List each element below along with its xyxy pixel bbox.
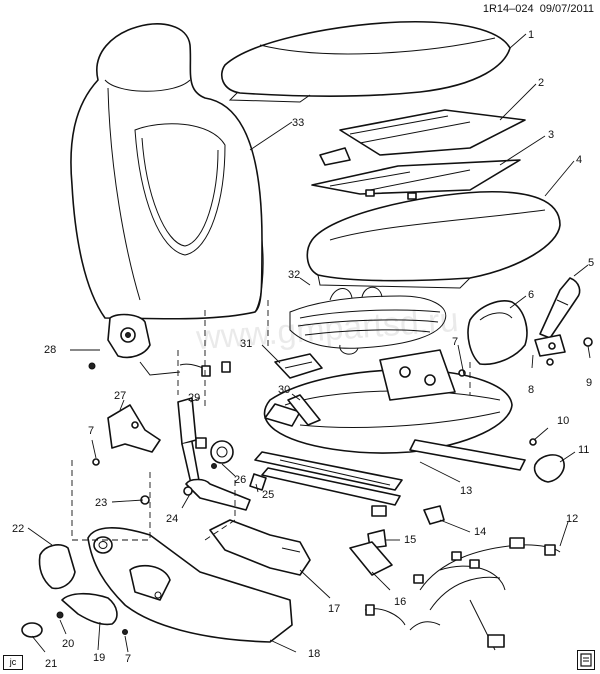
callout-2: 2	[538, 77, 544, 89]
trim-cover-part	[274, 353, 323, 379]
book-icon	[577, 650, 595, 670]
callout-16: 16	[394, 596, 406, 608]
callout-7-upper: 7	[452, 336, 458, 348]
callout-12: 12	[566, 513, 578, 525]
callout-20: 20	[62, 638, 74, 650]
bezel-part	[533, 454, 565, 483]
callout-26: 26	[234, 474, 246, 486]
callout-33: 33	[292, 117, 304, 129]
seat-frame-part	[263, 349, 513, 454]
cushion-cover-part	[221, 20, 511, 103]
knob-part	[38, 544, 76, 590]
callout-18: 18	[308, 648, 320, 660]
screw-part	[56, 611, 64, 619]
diagram-header: 1R14–024 09/07/2011	[483, 3, 594, 15]
callout-15: 15	[404, 534, 416, 546]
outer-shield-part	[87, 527, 293, 643]
track-cover-part	[423, 505, 445, 525]
callout-14: 14	[474, 526, 486, 538]
callout-25: 25	[262, 489, 274, 501]
callout-5: 5	[588, 257, 594, 269]
callout-1: 1	[528, 29, 534, 41]
recliner-part	[107, 313, 231, 377]
diagram-id: 1R14–024	[482, 3, 534, 15]
wiring-harness-part	[364, 537, 561, 651]
callout-24: 24	[166, 513, 178, 525]
callout-19: 19	[93, 652, 105, 664]
seat-track-part	[254, 439, 526, 517]
callout-9: 9	[586, 377, 592, 389]
callout-11: 11	[578, 444, 589, 456]
bracket-part	[534, 334, 566, 357]
seat-back-part	[70, 23, 264, 320]
belt-buckle-part	[539, 277, 581, 339]
callout-4: 4	[576, 154, 582, 166]
guide-lines	[71, 300, 471, 541]
callout-31: 31	[240, 338, 252, 350]
callout-28: 28	[44, 344, 56, 356]
side-cover-part	[467, 300, 528, 366]
callout-27: 27	[114, 390, 126, 402]
callout-3: 3	[548, 129, 554, 141]
callout-23: 23	[95, 497, 107, 509]
fastener-part	[88, 337, 593, 635]
recliner-bracket-part	[107, 404, 161, 453]
callout-21: 21	[45, 658, 57, 670]
callout-13: 13	[460, 485, 472, 497]
switch-cover-part	[349, 541, 393, 576]
callout-29: 29	[188, 392, 200, 404]
callout-30: 30	[278, 384, 290, 396]
callout-17: 17	[328, 603, 340, 615]
corner-code: jc	[3, 655, 23, 670]
leader-lines	[27, 33, 591, 653]
callout-8: 8	[528, 384, 534, 396]
clip-part	[249, 473, 267, 491]
heater-element-part	[311, 159, 521, 200]
callout-10: 10	[557, 415, 569, 427]
spring-mat-part	[289, 286, 447, 355]
heater-pad-part	[319, 109, 526, 166]
inner-shield-part	[209, 519, 311, 576]
callout-22: 22	[12, 523, 24, 535]
cap-part	[21, 622, 43, 638]
diagram-date: 09/07/2011	[539, 3, 594, 15]
callout-6: 6	[528, 289, 534, 301]
actuator-part	[177, 397, 251, 511]
cushion-pad-part	[306, 190, 561, 289]
adjuster-handle-part	[61, 592, 118, 626]
height-adjuster-part	[195, 437, 234, 469]
callout-7-lower: 7	[125, 653, 131, 665]
callout-32: 32	[288, 269, 300, 281]
callout-7-left: 7	[88, 425, 94, 437]
callout-labels: 1 2 3 4 5 6 33 32 31 28 27 30 29 7 8 9 1…	[12, 29, 594, 670]
